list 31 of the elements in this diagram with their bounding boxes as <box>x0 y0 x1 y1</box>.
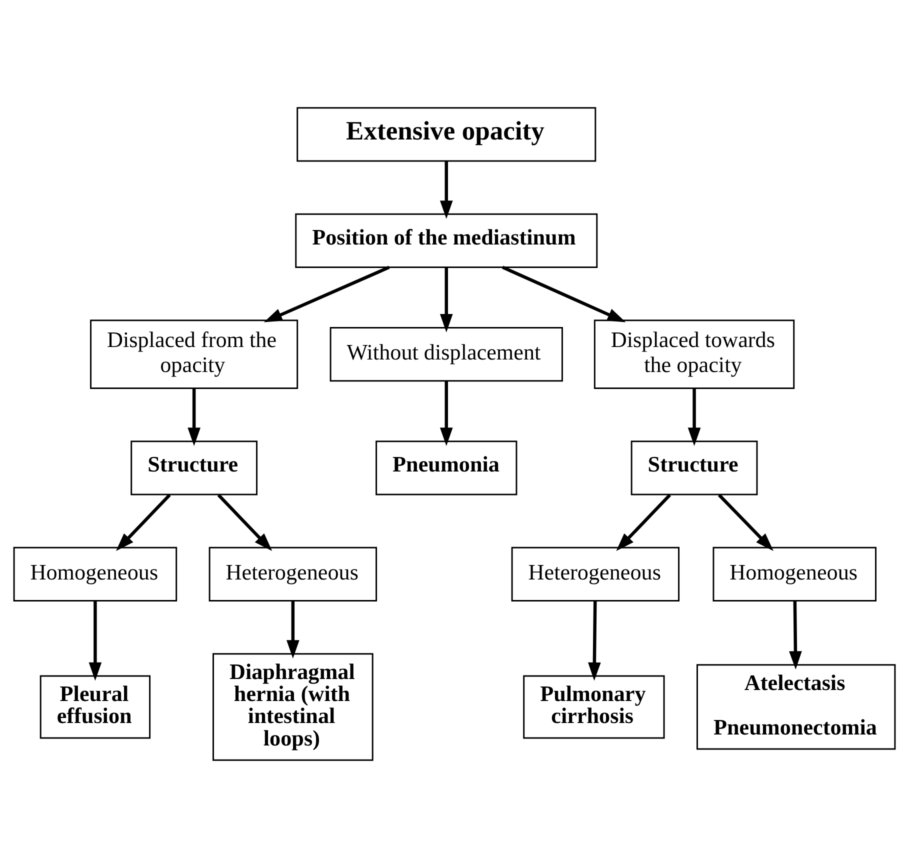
node-box: Homogeneous <box>712 546 876 602</box>
node-box: Structure <box>630 440 758 496</box>
arrow <box>588 601 601 681</box>
arrow <box>88 601 102 681</box>
arrow <box>440 161 453 219</box>
node-box: Structure <box>130 440 258 496</box>
arrow <box>440 380 453 446</box>
arrow <box>440 267 453 332</box>
node-box: Homogeneous <box>13 546 178 602</box>
arrow <box>217 494 272 552</box>
node-box: Displaced from the opacity <box>90 320 298 389</box>
node-box: Pulmonary cirrhosis <box>523 675 665 739</box>
arrow <box>616 494 672 552</box>
arrow <box>264 266 390 322</box>
node-box: Extensive opacity <box>296 107 596 162</box>
arrow <box>688 388 701 446</box>
node-box: Heterogeneous <box>208 546 378 602</box>
node-box: Pleural effusion <box>40 675 151 739</box>
arrow <box>116 494 171 552</box>
arrow <box>718 494 774 551</box>
node-box: Displaced towards the opacity <box>594 320 795 389</box>
node-box: Position of the mediastinum <box>295 213 598 268</box>
node-box: Without displacement <box>330 327 563 382</box>
node-box: Diaphragmal hernia (with intestinal loops) <box>212 653 374 761</box>
arrow <box>286 601 300 658</box>
node-box: Heterogeneous <box>511 546 680 602</box>
node-box: Atelectasis Pneumonectomia <box>696 664 896 750</box>
node-box: Pneumonia <box>376 440 518 496</box>
arrow <box>188 388 200 446</box>
arrow <box>789 601 802 670</box>
arrow <box>502 266 626 322</box>
